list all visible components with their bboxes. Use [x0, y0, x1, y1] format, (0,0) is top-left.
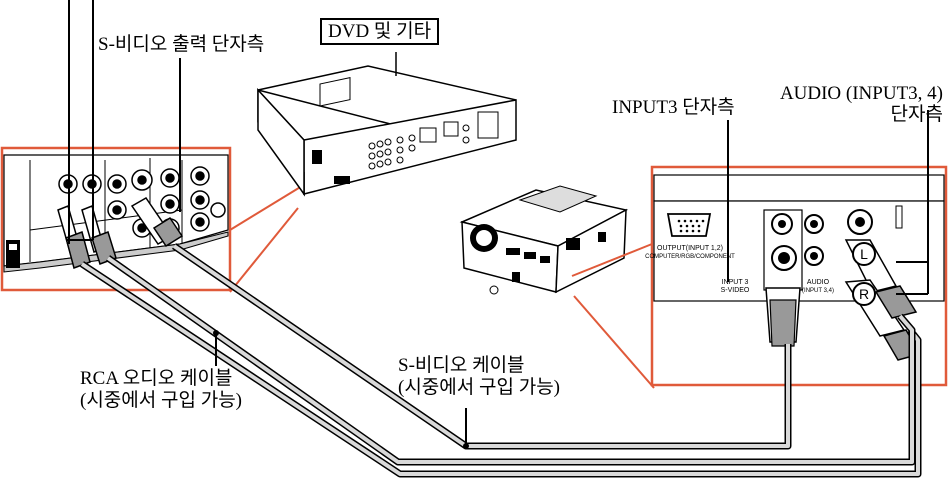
svideo-cable — [172, 244, 790, 448]
rca-cable-label-line1: RCA 오디오 케이블 — [80, 368, 233, 389]
jack-l-marker — [852, 242, 876, 266]
cables — [80, 243, 922, 478]
projector — [459, 185, 629, 295]
jack-r-letter: R — [859, 286, 869, 302]
dvd-jacks — [58, 166, 226, 238]
svideo-output-terminal-label: S-비디오 출력 단자측 — [98, 34, 265, 55]
input3-terminal-label: INPUT3 단자측 — [612, 97, 735, 118]
projector-panel-callout: L R OUTPUT(INPUT 1,2) COMPUTER/RGB/COMPO… — [645, 165, 948, 387]
dvd-etc-label: DVD 및 기타 — [320, 18, 440, 45]
dvd-player — [229, 52, 517, 293]
panel-svideo-label: S-VIDEO — [721, 287, 750, 294]
rca-cable-b — [106, 256, 914, 464]
panel-audio-input-label: (INPUT 3,4) — [802, 288, 834, 294]
panel-input3-label: INPUT 3 — [722, 279, 749, 286]
svideo-cable-label-line2: (시중에서 구입 가능) — [398, 377, 560, 398]
jack-r-marker — [852, 282, 876, 306]
audio-input-leader-line — [896, 110, 929, 295]
audio-terminal-label-line1: AUDIO (INPUT3, 4) — [779, 83, 943, 104]
panel-output-label: OUTPUT(INPUT 1,2) — [657, 245, 723, 252]
svideo-cable-label-line1: S-비디오 케이블 — [398, 355, 525, 376]
rca-cable-label-line2: (시중에서 구입 가능) — [80, 390, 242, 411]
panel-computer-label: COMPUTER/RGB/COMPONENT — [645, 254, 735, 260]
audio-terminal-label-line2: 단자측 — [890, 104, 943, 125]
dvd-rear-panel-callout — [0, 0, 232, 292]
jack-l-letter: L — [860, 246, 868, 262]
panel-audio-label: AUDIO — [807, 279, 830, 286]
